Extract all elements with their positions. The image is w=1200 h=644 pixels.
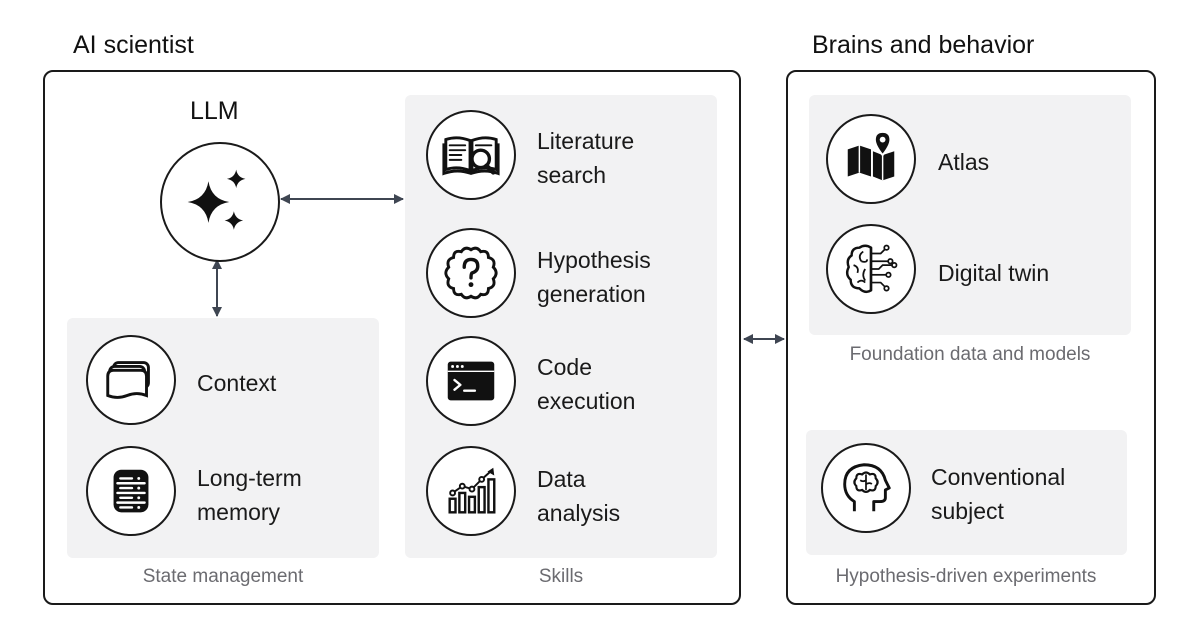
circuit-brain-icon: [845, 244, 898, 294]
code-label: Code execution: [537, 350, 635, 418]
data-label-line1: Data: [537, 466, 586, 492]
hypothesis-label-line2: generation: [537, 281, 646, 307]
atlas-node: [826, 114, 916, 204]
subject-label-line1: Conventional: [931, 464, 1066, 490]
memory-label-line1: Long-term: [197, 465, 302, 491]
literature-label-line1: Literature: [537, 128, 635, 154]
atlas-label: Atlas: [938, 145, 989, 179]
literature-label-line2: search: [537, 162, 607, 188]
skills-caption: Skills: [538, 566, 584, 587]
code-label-line1: Code: [537, 354, 592, 380]
literature-node: [426, 110, 516, 200]
context-label-line1: Context: [197, 370, 277, 396]
foundation-caption: Foundation data and models: [849, 344, 1091, 365]
context-label: Context: [197, 366, 276, 400]
ai-scientist-title: AI scientist: [73, 31, 194, 59]
hypothesis-label: Hypothesis generation: [537, 243, 651, 311]
subject-label-line2: subject: [931, 498, 1004, 524]
map-pin-icon: [847, 130, 895, 181]
memory-label-line2: memory: [197, 499, 281, 525]
database-icon: [113, 469, 149, 513]
data-node: [426, 446, 516, 536]
code-label-line2: execution: [537, 388, 636, 414]
llm-label: LLM: [190, 97, 239, 125]
llm-node: [160, 142, 280, 262]
memory-node: [86, 446, 176, 536]
data-label: Data analysis: [537, 462, 620, 530]
brain-question-icon: [444, 246, 498, 300]
context-node: [86, 335, 176, 425]
hypothesis-node: [426, 228, 516, 318]
literature-label: Literature search: [537, 124, 634, 192]
state-management-caption: State management: [142, 566, 304, 587]
book-search-icon: [442, 136, 500, 176]
experiments-caption: Hypothesis-driven experiments: [835, 566, 1097, 587]
head-brain-icon: [843, 463, 891, 512]
digital-twin-label: Digital twin: [938, 256, 1049, 290]
memory-label: Long-term memory: [197, 461, 302, 529]
digital-twin-node: [826, 224, 916, 314]
sparkles-icon: [187, 169, 246, 230]
data-label-line2: analysis: [537, 500, 621, 526]
context-stack-icon: [106, 361, 150, 399]
brains-behavior-frame: [786, 70, 1156, 605]
brains-behavior-title: Brains and behavior: [812, 31, 1035, 59]
subject-node: [821, 443, 911, 533]
ai-scientist-frame: [43, 70, 741, 605]
bar-chart-icon: [448, 467, 496, 514]
terminal-icon: [447, 361, 495, 401]
hypothesis-label-line1: Hypothesis: [537, 247, 651, 273]
digital-twin-label-line1: Digital twin: [938, 260, 1050, 286]
atlas-label-line1: Atlas: [938, 149, 990, 175]
subject-label: Conventional subject: [931, 460, 1065, 528]
code-node: [426, 336, 516, 426]
